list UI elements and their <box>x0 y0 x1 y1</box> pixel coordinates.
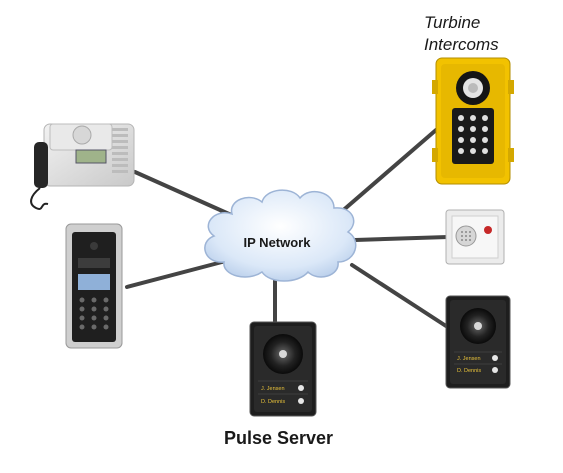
ip-network-label: IP Network <box>243 235 311 250</box>
desk-phone-device <box>30 123 135 210</box>
link-turbine-panel <box>350 263 448 328</box>
pulse-name-dennis: D. Dennis <box>261 399 285 405</box>
connection-lines <box>125 128 450 328</box>
link-door-station <box>125 260 224 289</box>
link-turbine <box>338 128 438 215</box>
turbine-intercom-device <box>432 57 514 185</box>
door-station-device <box>65 223 123 349</box>
pulse-server-device <box>249 321 317 417</box>
link-wall-panel <box>353 235 450 242</box>
turbine-intercoms-label: Turbine Intercoms <box>424 12 499 56</box>
pulse-server-text: Pulse Server <box>223 428 334 448</box>
pulse-name-jensen: J. Jensen <box>261 386 285 392</box>
link-desk-phone <box>133 170 240 220</box>
ip-network-cloud <box>204 189 357 282</box>
pulse-server-label: Pulse Server <box>0 428 563 449</box>
turbine-label-line1: Turbine <box>424 13 481 32</box>
wall-intercom-device <box>445 209 505 265</box>
right-name-jensen: J. Jensen <box>457 356 481 362</box>
turbine-panel-right <box>445 295 511 389</box>
right-name-dennis: D. Dennis <box>457 368 481 374</box>
turbine-label-line2: Intercoms <box>424 35 499 54</box>
